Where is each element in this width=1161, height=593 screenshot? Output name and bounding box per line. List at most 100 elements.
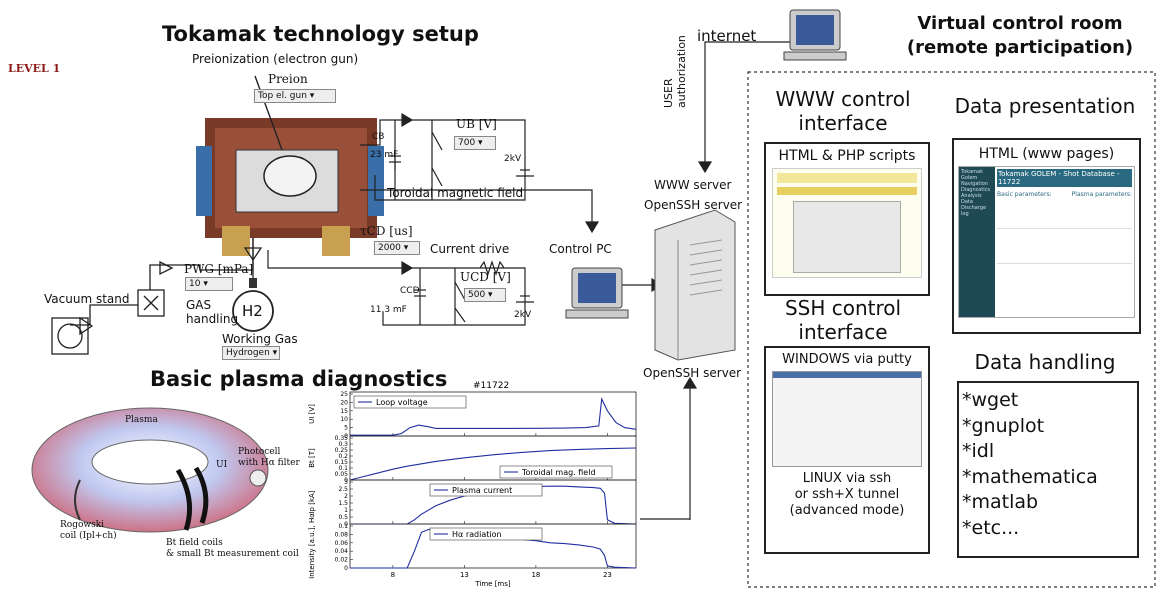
tool-item: *etc... [962, 516, 1020, 539]
y-tick-label: 1 [344, 507, 348, 514]
ssh-control-box[interactable]: WINDOWS via putty LINUX via ssh or ssh+X… [764, 346, 930, 554]
golem-nav-2[interactable]: Diagnostics [961, 187, 991, 193]
y-tick-label: 0 [344, 565, 348, 572]
data-presentation-title: Data presentation [954, 94, 1136, 118]
data-presentation-box[interactable]: HTML (www pages) Tokamak Golem Navigatio… [952, 138, 1141, 334]
y-tick-label: 2.5 [338, 486, 348, 493]
golem-nav-1[interactable]: Navigation [961, 181, 988, 187]
rogowski-label: Rogowski coil (Ipl+ch) [60, 520, 117, 541]
golem-nav-0[interactable]: Tokamak Golem [961, 169, 983, 181]
html-php-label: HTML & PHP scripts [778, 148, 916, 164]
linux-ssh-label: LINUX via ssh or ssh+X tunnel (advanced … [789, 471, 905, 518]
y-tick-label: 0.25 [335, 447, 349, 454]
y-tick-label: 0.15 [335, 459, 349, 466]
x-tick-label: 8 [391, 571, 395, 579]
control-room-border [747, 71, 1156, 588]
kv2-label: 2kV [514, 310, 532, 320]
chart-title: #11722 [473, 381, 509, 391]
ssh-control-title: SSH control interface [784, 296, 902, 344]
y-tick-label: 0 [344, 433, 348, 440]
ccd-value: 11.3 mF [370, 305, 407, 315]
level-label: LEVEL 1 [8, 62, 61, 75]
golem-basic: Basic parameters: [997, 191, 1052, 198]
plasma-label: Plasma [125, 415, 158, 425]
openssh-server-bottom-label: OpenSSH server [643, 366, 742, 380]
tokamak-device [196, 118, 384, 256]
photocell-label: Photocell with Hα filter [238, 447, 300, 468]
y-tick-label: 0.04 [335, 548, 349, 555]
control-room-title: Virtual control room (remote participati… [906, 13, 1134, 58]
y-tick-label: 3 [344, 479, 348, 486]
y-tick-label: 0.1 [338, 523, 348, 530]
legend-label: Hα radiation [452, 530, 502, 539]
kv1-label: 2kV [504, 154, 522, 164]
windows-putty-label: WINDOWS via putty [782, 352, 912, 367]
control-pc-label: Control PC [549, 242, 612, 256]
y-tick-label: 2 [344, 493, 348, 500]
golem-plasma: Plasma parameters: [1071, 191, 1132, 198]
current-drive-label: Current drive [430, 242, 510, 256]
y-tick-label: 0 [344, 477, 348, 484]
y-tick-label: 0.06 [335, 540, 349, 547]
legend-label: Toroidal mag. field [521, 468, 596, 477]
toroidal-field-label: Toroidal magnetic field [387, 186, 524, 200]
ut-label: UI [216, 460, 228, 470]
working-gas-select[interactable]: Hydrogen ▾ [222, 346, 280, 360]
user-auth-label: USER authorization [662, 35, 688, 108]
y-axis-label: Ip [kA] [308, 490, 316, 513]
ucd-select[interactable]: 500 ▾ [464, 288, 506, 302]
ub-label: UB [V] [456, 117, 497, 131]
series-line [350, 397, 637, 436]
internet-monitor-icon [783, 9, 847, 61]
ub-select[interactable]: 700 ▾ [454, 136, 496, 150]
cb-value: 23 mF [370, 150, 399, 160]
tcd-label: τCD [us] [360, 224, 413, 238]
www-control-box[interactable]: HTML & PHP scripts [764, 142, 930, 296]
vacuum-stand-label: Vacuum stand [44, 292, 130, 306]
y-tick-label: 1.5 [338, 500, 348, 507]
preion-label: Preion [268, 72, 308, 86]
y-tick-label: 10 [340, 416, 348, 423]
data-handling-box [957, 381, 1139, 558]
bt-coils-label: Bt field coils & small Bt measurement co… [166, 538, 299, 559]
x-tick-label: 18 [531, 571, 540, 579]
y-axis-label: Bt [T] [308, 448, 316, 468]
y-tick-label: 0.35 [335, 435, 349, 442]
tool-item: *gnuplot [962, 414, 1045, 437]
gas-handling-label: GAS handling [186, 298, 239, 326]
www-preview [772, 168, 922, 278]
y-tick-label: 0.5 [338, 514, 348, 521]
pwg-select[interactable]: 10 ▾ [185, 277, 233, 291]
series-line [349, 447, 637, 481]
current-drive-circuit [267, 250, 534, 326]
preion-select[interactable]: Top el. gun ▾ [254, 89, 336, 103]
y-tick-label: 5 [344, 425, 348, 432]
golem-nav-3[interactable]: Analysis [961, 193, 982, 199]
www-server-label: WWW server [654, 178, 732, 192]
chart-panel-frame [349, 523, 637, 569]
y-tick-label: 15 [340, 408, 348, 415]
internet-label: internet [697, 27, 757, 45]
toroidal-field-circuit [360, 112, 534, 201]
x-axis-label: Time [ms] [474, 580, 511, 588]
html-www-label: HTML (www pages) [978, 146, 1115, 162]
y-tick-label: 0.02 [335, 557, 349, 564]
tool-item: *matlab [962, 491, 1039, 513]
x-tick-label: 13 [460, 571, 469, 579]
legend-box [353, 395, 467, 409]
golem-nav-5[interactable]: Discharge log [961, 205, 987, 217]
x-tick-label: 23 [603, 571, 612, 579]
golem-nav-4[interactable]: Data [961, 199, 973, 205]
data-handling-title: Data handling [974, 350, 1116, 374]
putty-preview [772, 371, 922, 467]
tcd-select[interactable]: 2000 ▾ [374, 241, 420, 255]
diagnostics-title: Basic plasma diagnostics [150, 367, 448, 391]
www-control-title: WWW control interface [775, 87, 911, 135]
tools-list: *wget *gnuplot *idl *mathematica *matlab… [962, 388, 1098, 541]
control-pc-monitor-icon [565, 267, 629, 319]
legend-box [429, 527, 543, 541]
y-tick-label: 0 [344, 521, 348, 528]
legend-box [499, 465, 613, 479]
golem-title: Tokamak GOLEM - Shot Database - 11722 [997, 169, 1132, 187]
legend-label: Loop voltage [376, 398, 428, 407]
